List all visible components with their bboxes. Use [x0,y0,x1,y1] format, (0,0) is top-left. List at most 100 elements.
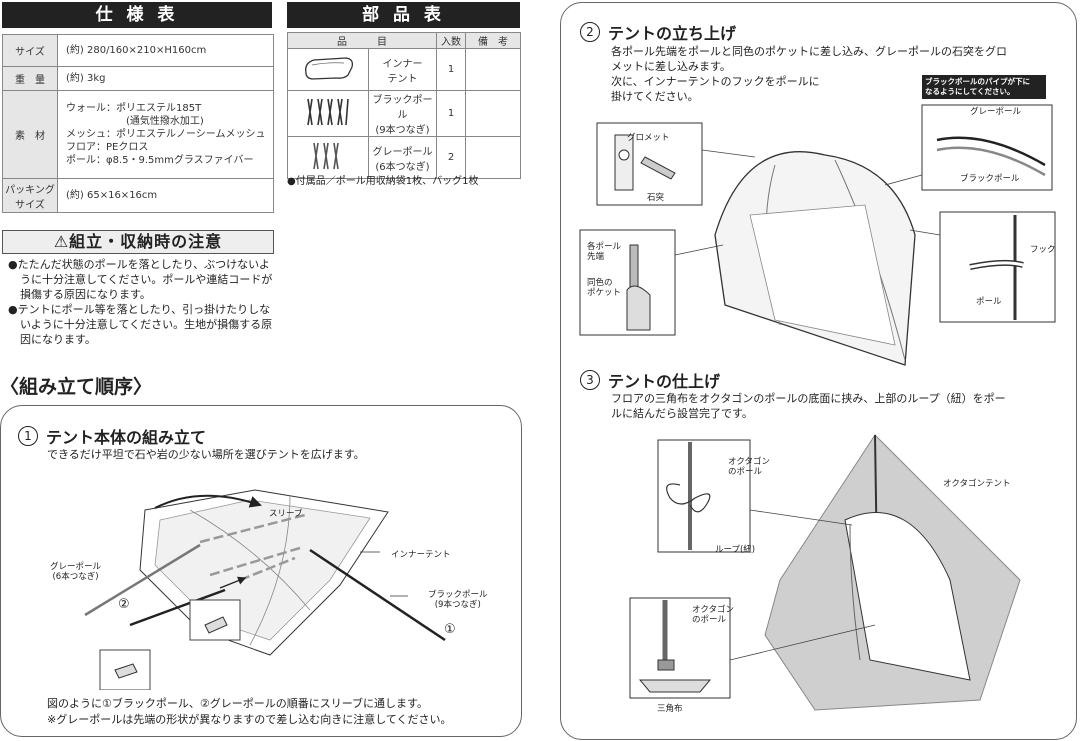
label-octagon-tent: オクタゴンテント [943,479,1011,489]
label-tip: 各ポール先端 [587,242,621,262]
step1-foot1: 図のように①ブラックポール、②グレーポールの順番にスリーブに通します。 [47,697,428,710]
spec-key: サイズ [2,34,58,67]
label-octagon-pole-2: オクタゴンのポール [692,605,734,625]
step2-desc: 各ポール先端をポールと同色のポケットに差し込み、グレーポールの石突をグロ メット… [611,44,1007,104]
desc-line: 各ポール先端をポールと同色のポケットに差し込み、グレーポールの石突をグロ [611,45,1007,58]
material-line: フロア：PEクロス [66,142,149,153]
caution-item: ●たたんだ状態のポールを落としたり、ぶつけないように十分注意してください。ポール… [8,258,273,301]
label-line: ポケット [587,288,622,298]
label-line: 各ポール [587,242,622,252]
step2-title: 2 テントの立ち上げ [580,20,736,44]
material-line: ポール：φ8.5・9.5mmグラスファイバー [66,155,254,166]
spec-table: サイズ(約) 280/160×210×H160cm 重 量(約) 3kg 素 材… [2,34,274,213]
parts-note: ●付属品／ポール用収納袋1枚、バッグ1枚 [287,176,479,187]
spec-title: 仕 様 表 [2,2,272,28]
marker-2: ② [118,597,130,612]
part-name-line: インナー [382,58,423,70]
part-name-line: テント [387,73,418,85]
desc-line: メットに差し込みます。 [611,60,731,73]
marker-1: ① [444,622,456,637]
desc-line: 次に、インナーテントのフックをポールに [611,75,820,88]
spec-value: (約) 280/160×210×H160cm [57,34,274,67]
label-pocket: 同色のポケット [587,278,621,298]
step-title-text: テントの立ち上げ [608,24,737,43]
label-black-pole-2: ブラックポール [960,174,1020,184]
label-pole: ポール [976,297,1002,307]
part-name-line: ブラックポール [372,95,433,121]
parts-table: 品 目入数備 考 インナーテント 1 ブラックポール(9本つなぎ) 1 グレーポ… [287,32,521,179]
part-note [465,90,521,137]
step3-desc: フロアの三角布をオクタゴンのポールの底面に挟み、上部のループ（紐）をポー ルに結… [611,391,1006,421]
label-line: 同色の [587,278,613,288]
step1-foot2: ※グレーポールは先端の形状が異なりますので差し込む向きに注意してください。 [47,713,452,726]
step2-illustration [579,104,1056,366]
part-name: ブラックポール (9本つなぎ) [368,90,437,137]
step3-illustration [629,434,1021,711]
label-inner-tent: インナーテント [391,550,451,560]
label-grommet: グロメット [627,133,670,143]
inner-tent-icon [287,48,369,91]
part-name: インナーテント [368,48,437,91]
label-black-pole: ブラックポール(9本つなぎ) [428,590,488,610]
label-line: 先端 [587,252,605,262]
spec-value-material: ウォール：ポリエステル185T (通気性撥水加工) メッシュ：ポリエステルノーシ… [57,90,274,179]
tag-line: ブラックポールのパイプが下に [925,77,1030,86]
part-name-line: グレーポール [372,146,433,158]
label-ishizuki: 石突 [647,193,665,203]
spec-value: (約) 3kg [57,66,274,91]
material-line: メッシュ：ポリエステルノーシームメッシュ [66,129,266,140]
part-qty: 1 [436,48,466,91]
caution-title: ⚠組立・収納時の注意 [2,230,274,254]
material-line: ウォール：ポリエステル185T [66,103,202,114]
parts-header: 入数 [436,32,466,49]
step3-title: 3 テントの仕上げ [580,368,720,392]
label-gray-pole-2: グレーポール [970,107,1022,117]
label-line: ブラックポール [428,590,488,600]
tag-line: なるようにしてください。 [925,87,1015,96]
parts-header: 品 目 [287,32,437,49]
step1-panel [0,405,522,737]
key-line: サイズ [15,199,45,211]
part-name-line: (6本つなぎ) [375,161,430,173]
spec-key: 素 材 [2,90,58,179]
part-note [465,136,521,179]
step-number: 1 [18,426,38,446]
desc-line: ルに結んだら設営完了です。 [611,407,753,420]
step-title-text: テントの仕上げ [608,372,721,391]
label-line: グレーポール [50,562,102,572]
label-loop: ループ(紐) [715,545,756,555]
desc-line: 掛けてください。 [611,90,699,103]
step1-title: 1 テント本体の組み立て [18,424,206,448]
step-number: 2 [580,22,600,42]
step-number: 3 [580,370,600,390]
part-name: グレーポール (6本つなぎ) [368,136,437,179]
key-line: パッキング [5,184,55,196]
label-line: (6本つなぎ) [52,572,99,582]
part-name-line: (9本つなぎ) [375,125,430,136]
spec-value: (約) 65×16×16cm [57,178,274,213]
step1-illustration [84,489,446,690]
caution-item: ●テントにポール等を落としたり、引っ掛けたりしないように十分注意してください。生… [8,303,273,346]
steps-right-panel [560,2,1077,740]
label-line: のポール [728,467,763,477]
spec-key: 重 量 [2,66,58,91]
step-title-text: テント本体の組み立て [46,428,207,447]
label-sleeve: スリーブ [269,509,303,519]
label-hook: フック [1030,245,1056,255]
desc-line: フロアの三角布をオクタゴンのポールの底面に挟み、上部のループ（紐）をポー [611,392,1006,405]
label-line: オクタゴン [728,457,770,467]
caution-list: ●たたんだ状態のポールを落としたり、ぶつけないように十分注意してください。ポール… [8,257,273,347]
step2-note-tag: ブラックポールのパイプが下に なるようにしてください。 [922,75,1046,99]
label-line: (9本つなぎ) [434,600,481,610]
step1-desc: できるだけ平坦で石や岩の少ない場所を選びテントを広げます。 [47,448,365,461]
part-qty: 2 [436,136,466,179]
parts-header: 備 考 [465,32,521,49]
spec-key: パッキングサイズ [2,178,58,213]
label-octagon-pole-1: オクタゴンのポール [728,457,770,477]
material-line: (通気性撥水加工) [126,116,204,127]
parts-title: 部 品 表 [287,2,520,28]
label-gray-pole: グレーポール(6本つなぎ) [50,562,101,582]
label-triangle-cloth: 三角布 [657,704,683,714]
black-pole-icon [287,90,369,137]
label-line: オクタゴン [692,605,734,615]
